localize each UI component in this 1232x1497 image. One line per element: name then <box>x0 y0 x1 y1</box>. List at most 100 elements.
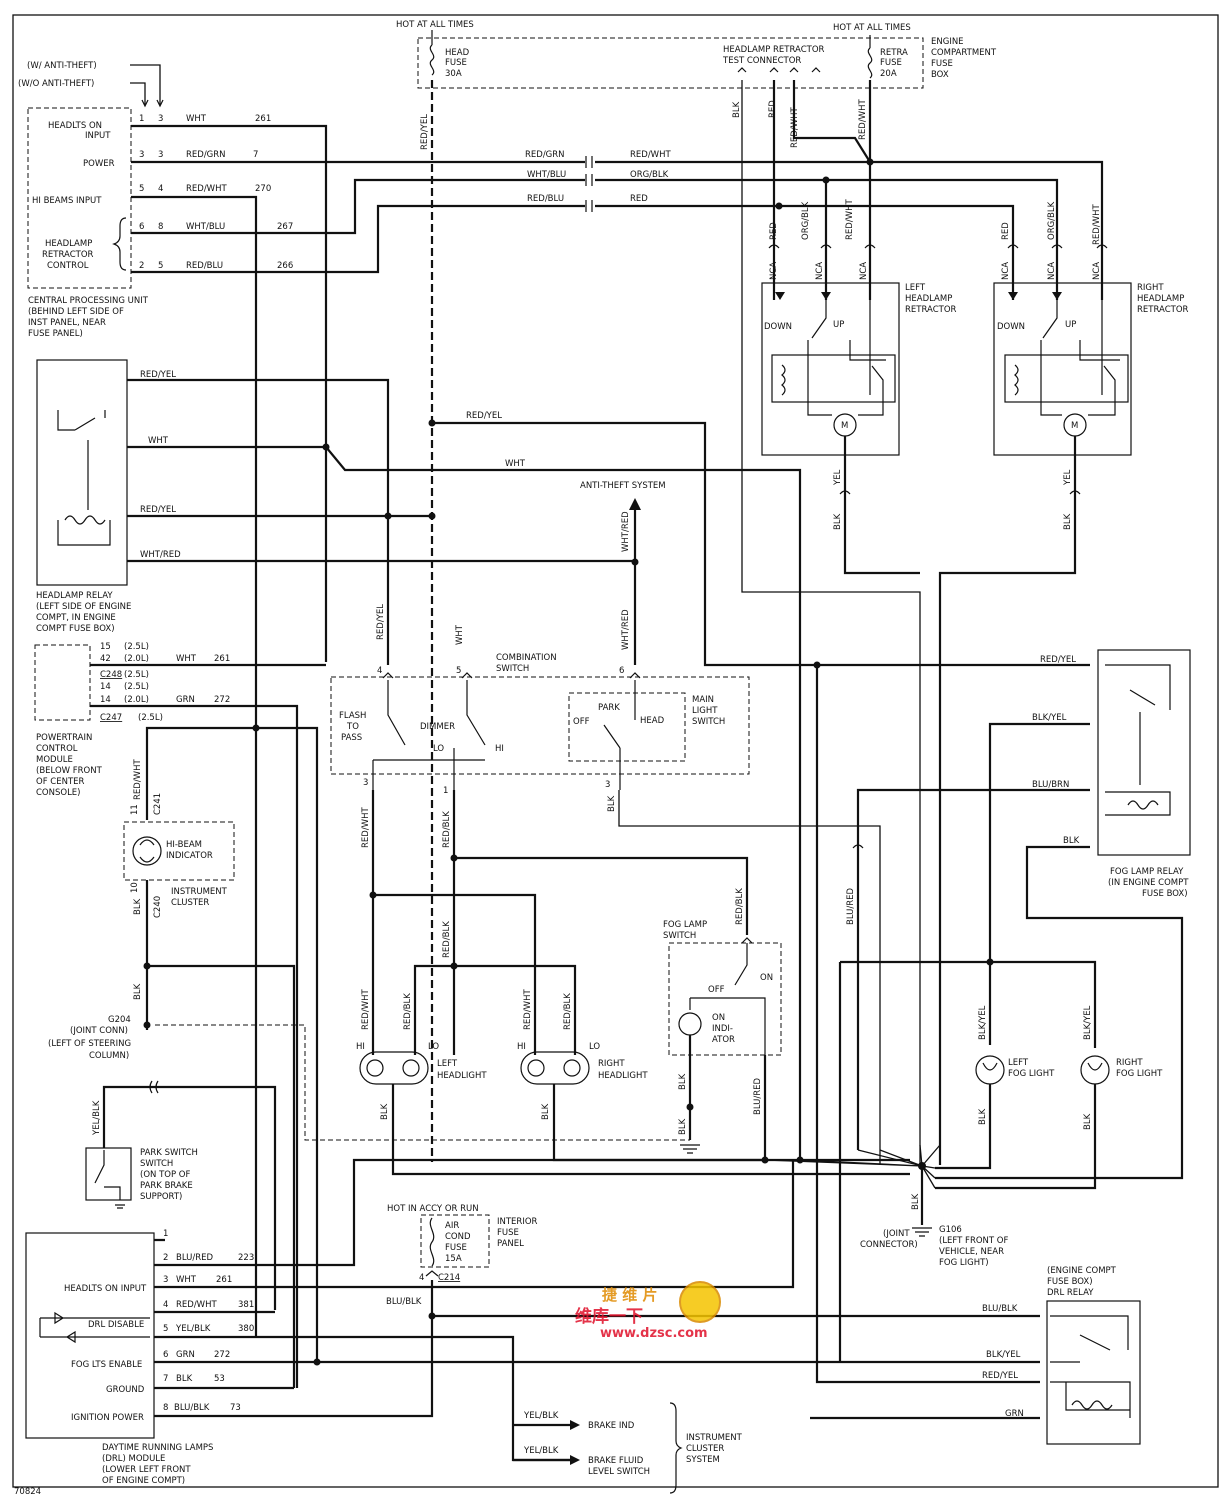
fog-relay-coil <box>1105 791 1171 816</box>
splice-org-blk <box>822 176 830 184</box>
wl-red-wht-retra: RED/WHT <box>858 99 868 140</box>
svg-text:223: 223 <box>238 1253 254 1263</box>
drl-relay-caption-2: FUSE BOX) <box>1047 1277 1093 1287</box>
svg-text:53: 53 <box>214 1374 225 1384</box>
left-headlight-lo-filament <box>402 1059 420 1077</box>
pcm-line-6: C247(2.5L) <box>100 713 163 723</box>
wire-red-yel-drl-relay <box>815 665 1040 1384</box>
wl-cluster-red-wht: RED/WHT <box>133 759 143 800</box>
svg-text:6: 6 <box>139 222 144 232</box>
svg-text:3: 3 <box>139 150 144 160</box>
drl-ignition-power: IGNITION POWER <box>71 1413 144 1423</box>
left-fog-label-1: LEFT <box>1008 1058 1029 1068</box>
combo-top-pins <box>382 672 641 679</box>
cpu-retractor-3: CONTROL <box>47 261 89 271</box>
left-retractor-diodes <box>775 292 831 300</box>
pcm-line-1: 15(2.5L) <box>100 642 149 652</box>
inline-connectors <box>585 156 593 212</box>
svg-text:3: 3 <box>158 114 163 124</box>
right-fog-label-2: FOG LIGHT <box>1116 1069 1163 1079</box>
cpu-caption-3: INST PANEL, NEAR <box>28 318 106 328</box>
svg-text:14: 14 <box>100 682 111 692</box>
wl-fog-blu-red: BLU/RED <box>753 1077 763 1115</box>
right-headlight-label-1: RIGHT <box>598 1059 625 1069</box>
wire-left-headlight-ground <box>391 1084 910 1176</box>
left-fog-label-2: FOG LIGHT <box>1008 1069 1055 1079</box>
wire-red-wht-right <box>870 160 1104 300</box>
wl-blk-test: BLK <box>732 101 742 118</box>
wl-lh-hi: RED/WHT <box>361 989 371 1030</box>
drl-relay-coil <box>1050 1381 1131 1418</box>
main-park: PARK <box>598 703 620 713</box>
wl-wht-red-1: WHT/RED <box>621 511 631 552</box>
fog-switch-on: ON <box>760 973 773 983</box>
wl-blk-left: BLK <box>833 513 843 530</box>
main-light-switch <box>568 692 686 762</box>
right-headlight-label-2: HEADLIGHT <box>598 1071 648 1081</box>
svg-text:WHT: WHT <box>176 1275 197 1285</box>
wire-indicators <box>513 1423 570 1462</box>
air-cond-2: COND <box>445 1232 471 1242</box>
splice-relay-2 <box>428 512 436 520</box>
flash-label-1: FLASH <box>339 711 366 721</box>
cpu-retractor-1: HEADLAMP <box>45 239 92 249</box>
svg-text:2: 2 <box>139 261 144 271</box>
svg-text:C248: C248 <box>100 670 122 680</box>
wire-red-right <box>595 204 1015 230</box>
right-headlight <box>520 1051 590 1085</box>
left-headlight-label-2: HEADLIGHT <box>437 1071 487 1081</box>
hi-beam-label-1: HI-BEAM <box>166 840 202 850</box>
svg-text:GRN: GRN <box>176 695 195 705</box>
main-label-1: MAIN <box>692 695 714 705</box>
svg-text:381: 381 <box>238 1300 254 1310</box>
wire-cpu-red-blu <box>131 204 585 274</box>
main-off: OFF <box>573 717 590 727</box>
test-connector-label-1: HEADLAMP RETRACTOR <box>723 45 825 55</box>
wire-rw-right <box>373 893 537 1055</box>
wl-drl-relay-grn: GRN <box>1005 1409 1024 1419</box>
g106-joint-1: (JOINT <box>883 1229 910 1239</box>
headlamp-relay <box>36 359 128 586</box>
instrument-cluster-box <box>123 821 235 881</box>
g204-label-3: (LEFT OF STEERING <box>48 1039 131 1049</box>
left-motor-label: M <box>841 421 848 431</box>
anti-theft-arrow-icon <box>629 498 641 510</box>
g204-label-4: COLUMN) <box>89 1051 129 1061</box>
right-retractor-label-1: RIGHT <box>1137 283 1164 293</box>
wl-red-grn: RED/GRN <box>525 150 565 160</box>
left-headlight <box>359 1051 429 1085</box>
park-switch-label-4: PARK BRAKE <box>140 1181 193 1191</box>
left-retractor-up: UP <box>833 320 844 330</box>
wl-nca-2: NCA <box>815 262 825 280</box>
hot-in-accy: HOT IN ACCY OR RUN <box>387 1204 479 1214</box>
combination-switch <box>330 676 750 775</box>
wl-blu-red-relay: BLU/RED <box>846 887 856 925</box>
cluster-label-2: CLUSTER <box>171 898 209 908</box>
wl-red: RED <box>630 194 648 204</box>
left-retractor-switch <box>811 300 871 395</box>
g106-joint-2: CONNECTOR) <box>860 1240 918 1250</box>
g106-ground-icon <box>912 1227 932 1237</box>
wl-blu-blk-ign: BLU/BLK <box>386 1297 422 1307</box>
left-retractor-label-1: LEFT <box>905 283 926 293</box>
wire-right-headlight-ground <box>552 1084 910 1162</box>
right-retractor-switch <box>1042 300 1103 395</box>
svg-text:C247: C247 <box>100 713 122 723</box>
svg-text:RED/WHT: RED/WHT <box>176 1300 217 1310</box>
relay-caption-3: COMPT, IN ENGINE <box>36 613 116 623</box>
combo-pin-1: 1 <box>443 786 448 796</box>
wl-lh-lo: RED/BLK <box>403 993 413 1030</box>
drl-caption-1: DAYTIME RUNNING LAMPS <box>102 1443 213 1453</box>
anti-theft-without: (W/O ANTI-THEFT) <box>18 79 94 89</box>
wl-nca-org-l: ORG/BLK <box>801 201 811 240</box>
svg-text:RED/WHT: RED/WHT <box>186 184 227 194</box>
relay-caption-4: COMPT FUSE BOX) <box>36 624 115 634</box>
svg-text:261: 261 <box>216 1275 232 1285</box>
wl-red-yel-main: RED/YEL <box>466 411 502 421</box>
right-retractor-label-2: HEADLAMP <box>1137 294 1184 304</box>
powertrain-control-module <box>34 644 91 721</box>
g106-converging-wires <box>764 1144 941 1189</box>
brake-fluid-2: LEVEL SWITCH <box>588 1467 650 1477</box>
wire-wht-main <box>325 446 802 1160</box>
